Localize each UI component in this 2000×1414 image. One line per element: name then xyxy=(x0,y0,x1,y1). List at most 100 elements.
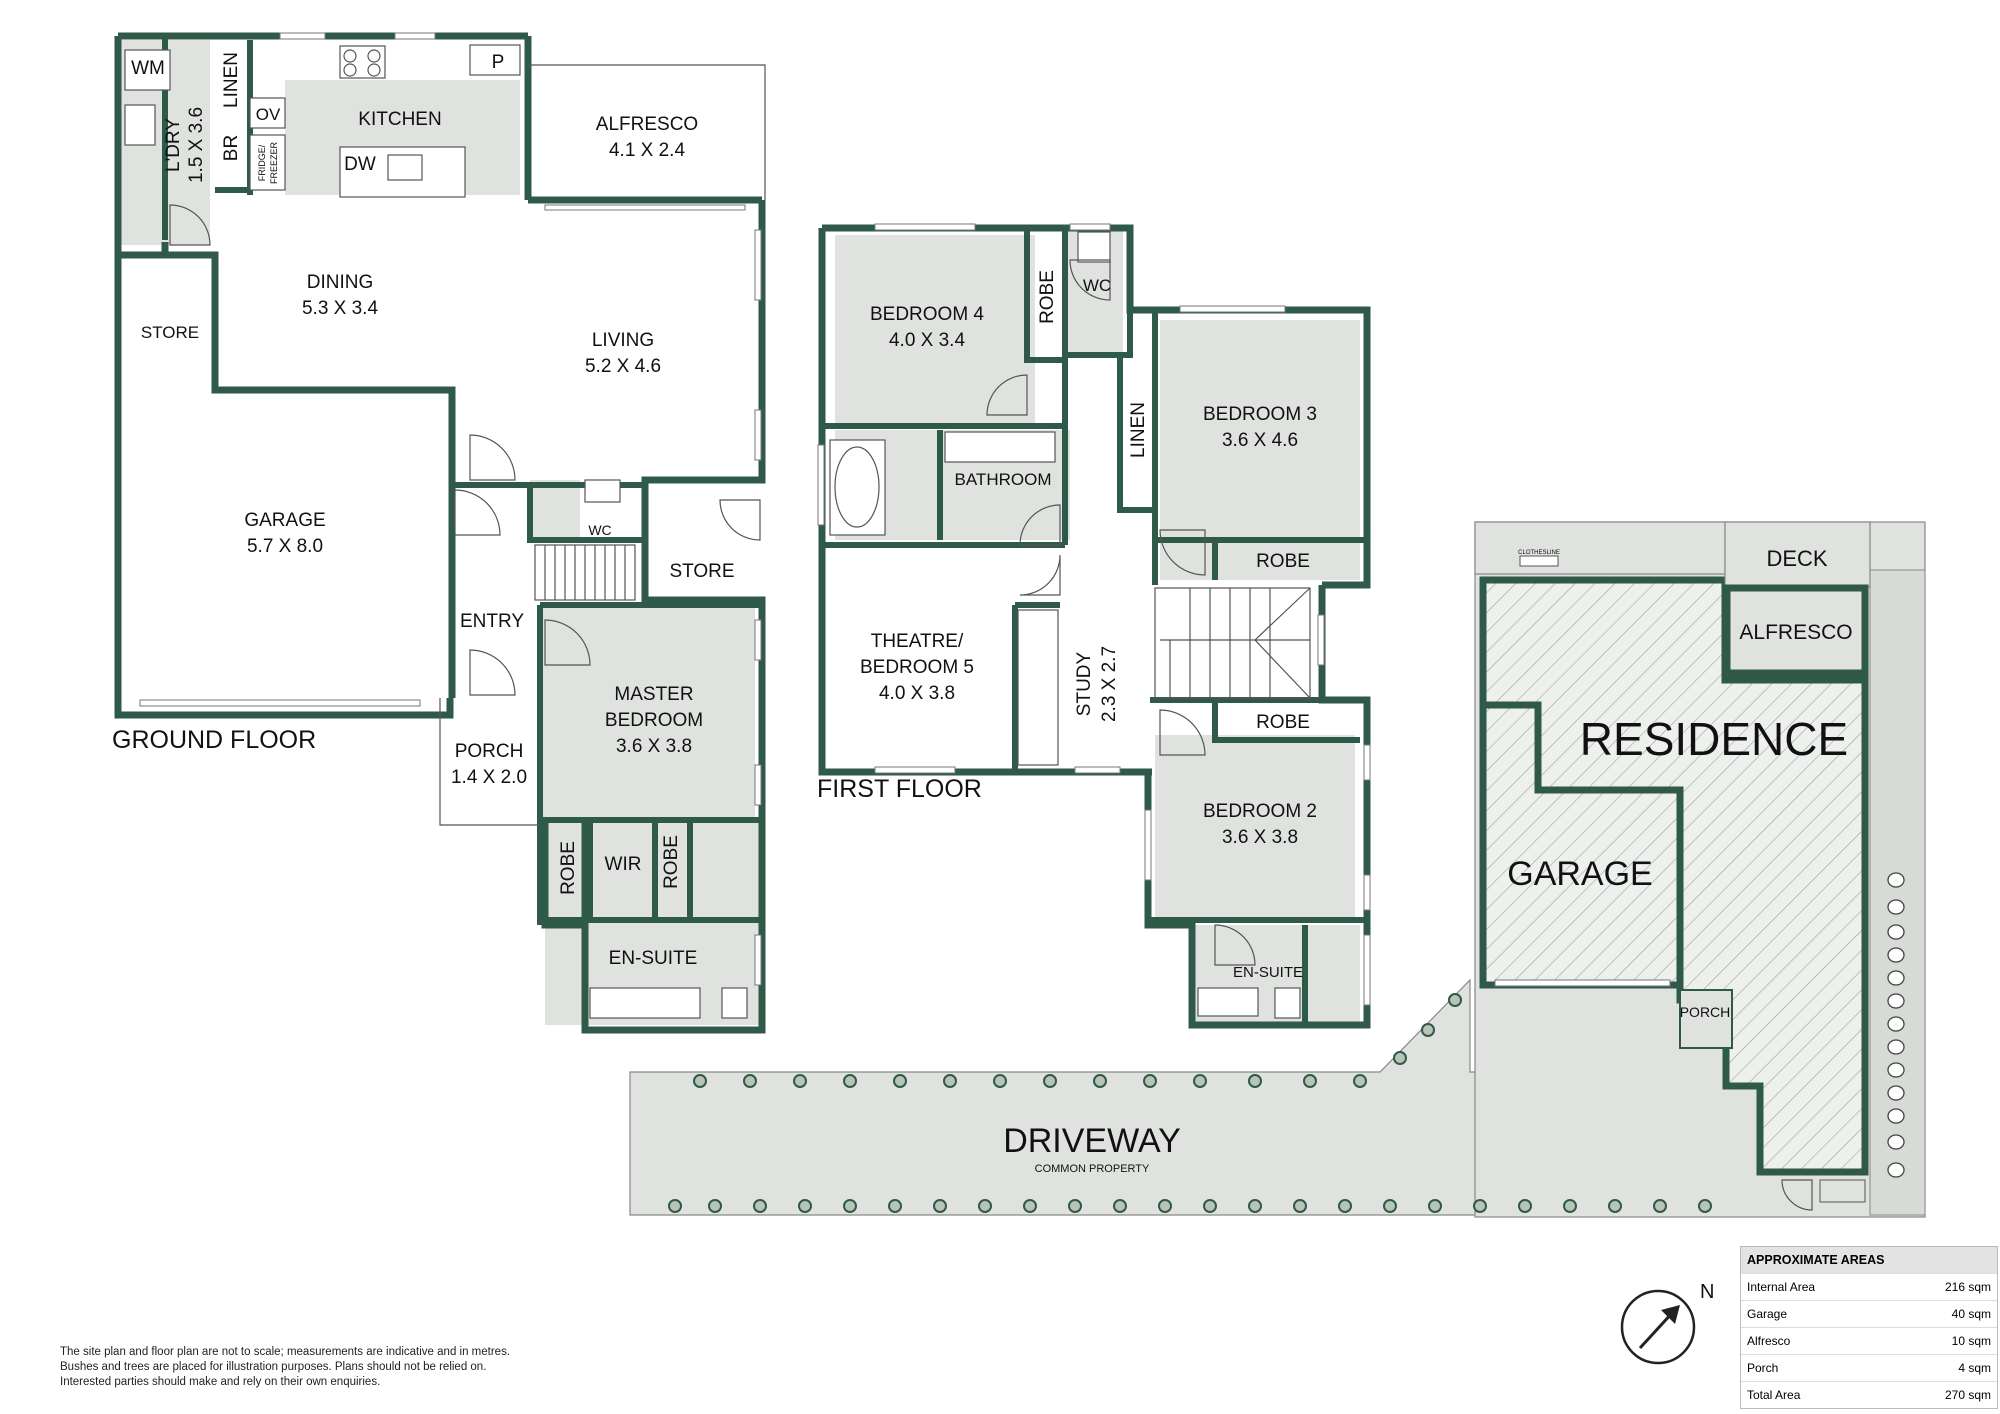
pantry-space xyxy=(469,44,521,76)
study-desk xyxy=(1017,609,1059,766)
alfresco-outline xyxy=(528,64,766,200)
area-label: Alfresco xyxy=(1747,1334,1791,1348)
sink-icon xyxy=(387,154,423,181)
bedroom-3-label: BEDROOM 3 xyxy=(1203,404,1317,425)
garage-footprint xyxy=(1479,701,1684,989)
vanity-icon xyxy=(944,431,1056,463)
bedroom-2-label: BEDROOM 2 xyxy=(1203,801,1317,822)
laundry-label: L'DRY xyxy=(163,118,184,172)
kitchen-label: KITCHEN xyxy=(358,109,441,130)
shrub-row xyxy=(668,1199,1712,1213)
area-label: Garage xyxy=(1747,1307,1788,1321)
area-value: 4 sqm xyxy=(1958,1361,1991,1375)
toilet-icon xyxy=(1077,231,1111,263)
common-property-label: COMMON PROPERTY xyxy=(1035,1163,1150,1175)
area-value: 10 sqm xyxy=(1951,1334,1991,1348)
porch-outline xyxy=(439,698,540,826)
area-value: 216 sqm xyxy=(1944,1280,1991,1294)
store-label: STORE xyxy=(141,323,199,342)
bedroom-2-size: 3.6 X 3.8 xyxy=(1222,827,1298,848)
master-bedroom-label: BEDROOM xyxy=(605,710,703,731)
ground-floor-plan: WM L'DRY 1.5 X 3.6 LINEN BR OV FRIDGE/ F… xyxy=(112,32,766,1034)
area-value: 270 sqm xyxy=(1944,1388,1991,1402)
wir-label: WIR xyxy=(605,854,642,875)
bedroom-4-size: 4.0 X 3.4 xyxy=(889,330,965,351)
wall xyxy=(818,228,1152,776)
areas-row: Porch 4 sqm xyxy=(1741,1354,1997,1381)
robe-label: ROBE xyxy=(1256,551,1310,572)
pantry-label: P xyxy=(492,52,505,73)
door-swing xyxy=(469,434,516,481)
window xyxy=(817,444,825,526)
north-compass: N xyxy=(1620,1281,1714,1365)
bedroom-3-size: 3.6 X 4.6 xyxy=(1222,430,1298,451)
master-bedroom-label: MASTER xyxy=(614,684,693,705)
area-value: 40 sqm xyxy=(1951,1307,1991,1321)
door-swing xyxy=(1159,529,1206,576)
window xyxy=(754,619,762,661)
window xyxy=(279,32,326,40)
clothesline-label: CLOTHESLINE xyxy=(1518,550,1560,556)
window xyxy=(1179,305,1286,313)
garage-door xyxy=(139,699,421,707)
area-label: Porch xyxy=(1747,1361,1779,1375)
door-swing xyxy=(169,204,211,246)
bathtub-icon xyxy=(829,439,886,536)
dining-label: DINING xyxy=(307,272,374,293)
living-size: 5.2 X 4.6 xyxy=(585,356,661,377)
washing-machine xyxy=(124,49,171,91)
garden-strip xyxy=(1869,569,1926,1216)
driveway-label: DRIVEWAY xyxy=(1003,1122,1181,1160)
ensuite-label: EN-SUITE xyxy=(609,948,698,969)
alfresco-size: 4.1 X 2.4 xyxy=(609,140,685,161)
wall xyxy=(1062,230,1133,358)
porch-label: PORCH xyxy=(1680,1004,1731,1020)
window xyxy=(874,223,976,231)
garage-label: GARAGE xyxy=(244,510,325,531)
robe-label: ROBE xyxy=(661,835,682,889)
window xyxy=(1144,809,1152,881)
vanity-icon xyxy=(589,987,701,1019)
door-swing xyxy=(1159,709,1206,756)
window xyxy=(754,409,762,461)
wall xyxy=(527,485,645,543)
door-swing xyxy=(454,489,501,536)
laundry-size: 1.5 X 3.6 xyxy=(186,107,207,183)
bedroom-3-room xyxy=(1160,320,1360,580)
porch-footprint xyxy=(1679,989,1733,1049)
window xyxy=(754,934,762,986)
linen-label: LINEN xyxy=(221,52,242,108)
oven-label: OV xyxy=(256,105,281,124)
residence-label: RESIDENCE xyxy=(1580,713,1848,765)
site-plan: CLOTHESLINE xyxy=(629,521,1926,1218)
fridge-label: FRIDGE/ xyxy=(257,144,267,181)
staircase xyxy=(1154,587,1311,699)
area-label: Total Area xyxy=(1747,1388,1801,1402)
theatre-size: 4.0 X 3.8 xyxy=(879,683,955,704)
oven-space xyxy=(249,97,286,129)
door-swing xyxy=(986,374,1028,416)
window xyxy=(874,766,956,774)
ensuite-label: EN-SUITE xyxy=(1233,964,1303,981)
door-swing xyxy=(1019,554,1061,596)
window xyxy=(1363,934,1371,1006)
robe-label: ROBE xyxy=(558,841,579,895)
tree-row xyxy=(1887,872,1905,1178)
robe-label: ROBE xyxy=(1037,270,1058,324)
master-bedroom-size: 3.6 X 3.8 xyxy=(616,736,692,757)
wall xyxy=(114,36,454,719)
window xyxy=(1363,874,1371,911)
wc-label: WC xyxy=(1083,276,1111,295)
bathroom-label: BATHROOM xyxy=(955,470,1052,489)
window xyxy=(1074,766,1121,774)
vanity-icon xyxy=(1197,987,1259,1017)
study-label: STUDY xyxy=(1074,651,1095,716)
wall xyxy=(1212,700,1360,743)
window xyxy=(1069,223,1111,231)
sliding-door xyxy=(544,204,746,211)
window xyxy=(754,229,762,301)
door-swing xyxy=(544,619,591,666)
broom-label: BR xyxy=(221,135,242,161)
toilet-icon xyxy=(721,987,748,1019)
